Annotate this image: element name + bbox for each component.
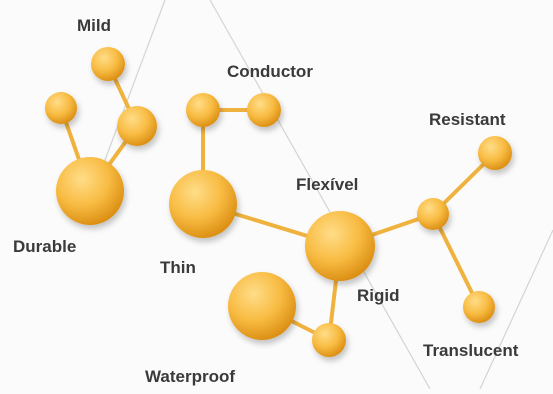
label-durable: Durable — [13, 237, 77, 256]
center-node — [305, 211, 375, 281]
durable-small-node — [45, 92, 77, 124]
label-conductor: Conductor — [227, 62, 313, 81]
mild-mid-node — [117, 106, 157, 146]
label-translucent: Translucent — [423, 341, 519, 360]
mild-node — [91, 47, 125, 81]
translucent-node — [463, 291, 495, 323]
waterproof-link-node — [312, 323, 346, 357]
label-resistant: Resistant — [429, 110, 506, 129]
conductor-right-node — [247, 93, 281, 127]
junction-node — [417, 198, 449, 230]
nodes-layer — [45, 47, 512, 357]
waterproof-node — [228, 272, 296, 340]
label-flexivel: Flexível — [296, 175, 359, 194]
label-rigid: Rigid — [357, 286, 400, 305]
label-thin: Thin — [160, 258, 196, 277]
label-waterproof: Waterproof — [145, 367, 236, 386]
resistant-node — [478, 136, 512, 170]
label-mild: Mild — [77, 16, 111, 35]
thin-node — [169, 170, 237, 238]
edge-junction-node-to-translucent-node — [431, 212, 481, 309]
background-line — [479, 229, 553, 390]
background-line — [209, 0, 431, 390]
durable-node — [56, 157, 124, 225]
conductor-left-node — [186, 93, 220, 127]
